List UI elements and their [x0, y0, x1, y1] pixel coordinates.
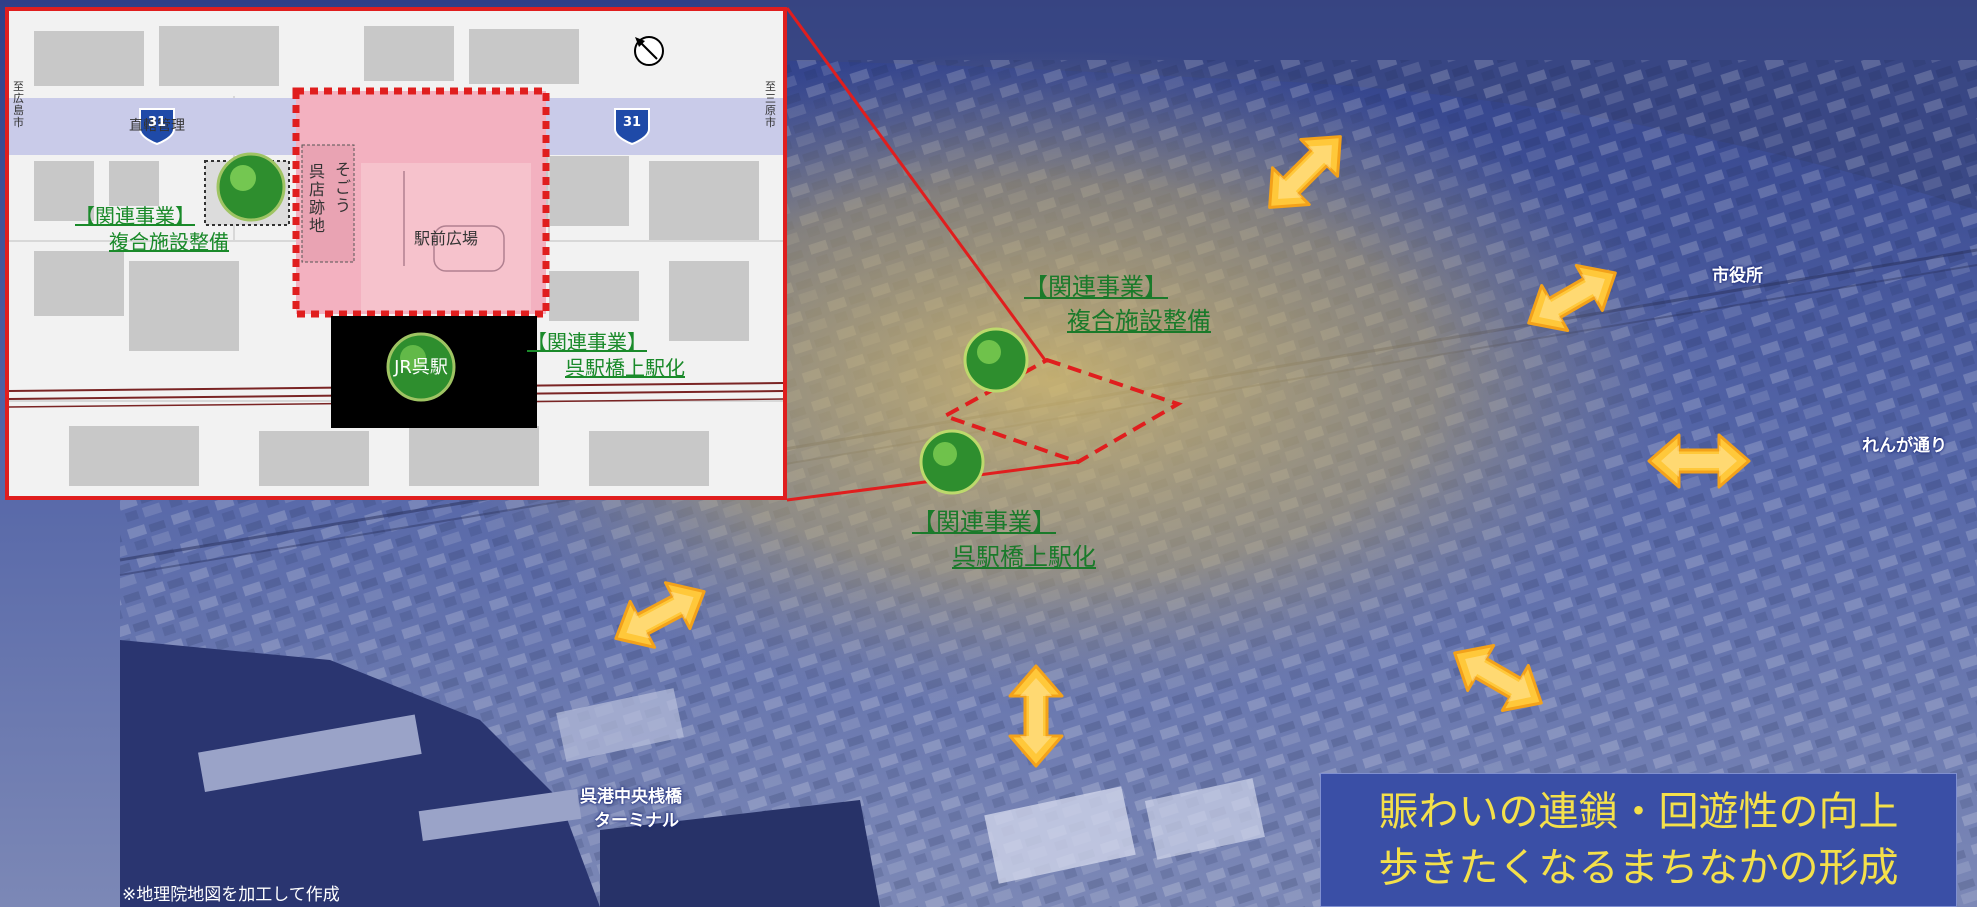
terminal-label-line2: ターミナル [594, 811, 679, 831]
inset-edge-left: 至広島市 [13, 80, 24, 129]
project-marker-complex [963, 327, 1029, 393]
inset-station-name: 呉駅橋上駅化 [565, 356, 685, 380]
map-credit: ※地理院地図を加工して作成 [122, 885, 340, 905]
inset-marker-station [386, 332, 456, 402]
route-shield-right: 31 [622, 115, 642, 130]
terminal-label-line1: 呉港中央桟橋 [580, 787, 682, 807]
slogan-line1: 賑わいの連鎖・回遊性の向上 [1378, 789, 1899, 835]
city-hall-label: 市役所 [1712, 266, 1763, 286]
inset-complex-bracket: 【関連事業】 [75, 204, 195, 228]
aerial-complex-name: 複合施設整備 [1067, 307, 1211, 335]
slogan-line2: 歩きたくなるまちなかの形成 [1378, 845, 1899, 891]
inset-road-label: 直轄管理 [129, 118, 185, 134]
aerial-station-name: 呉駅橋上駅化 [952, 543, 1096, 571]
aerial-complex-bracket: 【関連事業】 [1024, 273, 1168, 301]
inset-station-bracket: 【関連事業】 [527, 330, 647, 354]
project-marker-station [919, 429, 985, 495]
inset-callout-line-top [785, 7, 1047, 361]
renga-street-label: れんが通り [1862, 436, 1947, 456]
north-arrow-icon [634, 36, 664, 66]
inset-sogo-label: そごう [335, 160, 352, 215]
slogan-box: 賑わいの連鎖・回遊性の向上 歩きたくなるまちなかの形成 [1320, 773, 1957, 907]
inset-station-label: JR呉駅 [394, 357, 448, 378]
inset-plaza-label: 駅前広場 [414, 229, 479, 248]
route-shield-left: 31 [147, 115, 167, 130]
inset-map: 直轄管理 31 31 至広島市 至三原市 そごう 呉店跡地 駅前広場 JR呉駅 … [5, 7, 787, 500]
inset-sogo-site-label: 呉店跡地 [309, 162, 326, 235]
inset-marker-complex [216, 152, 286, 222]
inset-map-drawing [9, 11, 783, 496]
inset-complex-name: 複合施設整備 [109, 230, 229, 254]
aerial-station-bracket: 【関連事業】 [912, 508, 1056, 536]
inset-edge-right: 至三原市 [765, 80, 776, 129]
